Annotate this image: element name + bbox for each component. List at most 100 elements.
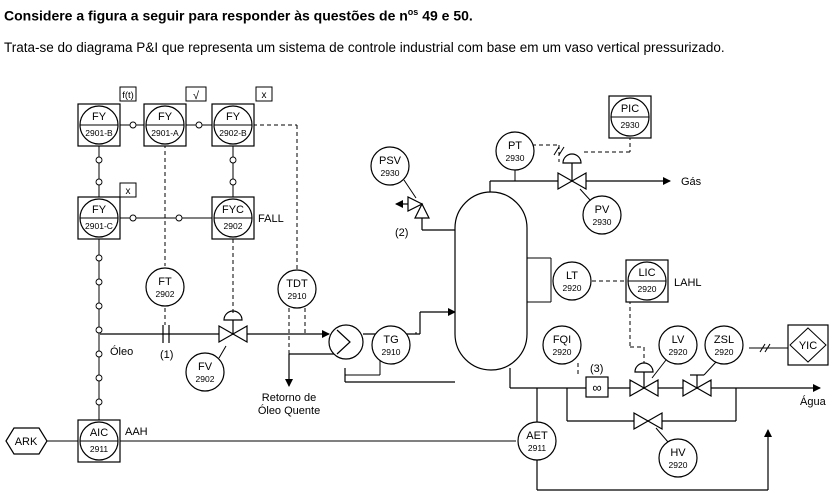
function-mult-1-label: x [262,90,267,101]
ark-hexagon[interactable]: ARK [5,427,48,455]
label-lahl: LAHL [674,277,702,289]
fy2901c-bubble[interactable]: FY 2901-C [77,196,121,240]
psv2930-tag: PSV [379,155,402,167]
pt2930-tag: PT [508,140,522,152]
orifice-plate [162,325,170,343]
psv2930-bubble[interactable]: PSV 2930 [370,146,417,199]
label-aah: AAH [125,426,148,438]
link-dots [95,121,237,406]
pv2930-number: 2930 [593,217,612,227]
function-block-fx: f(t) [119,86,137,102]
lic2920-tag: LIC [638,267,655,279]
fy2901a-tag: FY [158,111,173,123]
aic2911-bubble[interactable]: AIC 2911 [77,419,121,463]
ft2902-number: 2902 [156,289,175,299]
aic2911-number: 2911 [90,444,109,454]
aet2911-number: 2911 [528,443,547,453]
label-gas: Gás [681,176,702,188]
lt2920-bubble[interactable]: LT 2920 [552,261,592,301]
pic2930-tag: PIC [621,103,639,115]
label-retorno-line1: Retorno de [262,392,316,404]
tg2910-tag: TG [383,334,398,346]
fy2901a-number: 2901-A [151,128,179,138]
psv2930-number: 2930 [381,168,400,178]
question-intro: Trata-se do diagrama P&I que representa … [4,40,725,55]
tg2910-bubble[interactable]: TG 2910 [371,325,411,365]
fqi2920-tag: FQI [553,334,571,346]
ft2902-tag: FT [158,276,172,288]
aet2911-tag: AET [526,430,548,442]
aic2911-tag: AIC [90,427,108,439]
tg2910-number: 2910 [382,347,401,357]
pt2930-number: 2930 [506,153,525,163]
fqi2920-number: 2920 [553,347,572,357]
question-title-text: Considere a figura a seguir para respond… [4,7,408,24]
fv2902-number: 2902 [196,374,215,384]
zsl2920-number: 2920 [715,347,734,357]
lic2920-bubble[interactable]: LIC 2920 [625,259,669,303]
ark-label: ARK [15,436,38,448]
pressure-vessel [454,191,528,371]
label-oleo: Óleo [110,345,133,358]
lt2920-tag: LT [566,270,578,282]
hand-valve-hv2920 [633,411,663,431]
function-block-sqrt: √ [185,86,207,102]
label-note-3: (3) [590,363,603,375]
level-valve-lv2920 [629,362,659,398]
pressure-valve-pv2930 [557,153,587,191]
fy2901b-bubble[interactable]: FY 2901-B [77,103,121,147]
flow-totalizer-element: ∞ [585,376,609,398]
ft2902-bubble[interactable]: FT 2902 [145,267,185,307]
flow-valve-fv2902 [218,310,248,344]
fyc2902-number: 2902 [224,221,243,231]
question-title: Considere a figura a seguir para respond… [4,7,473,24]
fy2901c-tag: FY [92,204,107,216]
hv2920-bubble[interactable]: HV 2920 [655,427,698,478]
fyc2902-bubble[interactable]: FYC 2902 [211,196,255,240]
hv2920-number: 2920 [669,460,688,470]
label-fall: FALL [258,213,284,225]
fyc2902-tag: FYC [222,204,244,216]
function-sqrt-label: √ [193,90,200,102]
heat-exchanger [328,324,364,360]
yic-box[interactable]: YIC [787,324,829,366]
label-note-1: (1) [160,349,173,361]
fv2902-bubble[interactable]: FV 2902 [185,345,227,392]
zsl2920-bubble[interactable]: ZSL 2920 [703,325,744,376]
pic2930-bubble[interactable]: PIC 2930 [608,95,652,139]
signal-lines [47,121,788,442]
function-block-mult-2: x [119,182,137,198]
fy2901b-tag: FY [92,111,107,123]
lt2920-number: 2920 [563,283,582,293]
fy2901b-number: 2901-B [85,128,113,138]
lic2920-number: 2920 [638,284,657,294]
fy2901c-number: 2901-C [85,221,113,231]
block-valve [682,374,712,398]
function-mult-2-label: x [126,186,131,197]
lv2920-tag: LV [672,334,685,346]
yic-label: YIC [799,340,817,352]
function-fx-label: f(t) [122,90,134,101]
question-title-superscript: os [407,7,419,17]
pic2930-number: 2930 [621,120,640,130]
zsl2920-tag: ZSL [714,334,734,346]
lv2920-bubble[interactable]: LV 2920 [651,325,698,379]
fy2902b-number: 2902-B [219,128,247,138]
fy2901a-bubble[interactable]: FY 2901-A [143,103,187,147]
fy2902b-bubble[interactable]: FY 2902-B [211,103,255,147]
function-block-mult-1: x [255,86,273,102]
tdt2910-number: 2910 [288,291,307,301]
label-note-2: (2) [395,227,408,239]
hv2920-tag: HV [670,447,686,459]
label-agua: Água [800,395,827,408]
question-title-numbers: 49 e 50. [418,7,473,24]
fqi2920-bubble[interactable]: FQI 2920 [542,325,582,365]
aet2911-bubble[interactable]: AET 2911 [517,421,557,461]
fv2902-tag: FV [198,361,213,373]
pv2930-tag: PV [595,204,610,216]
tdt2910-bubble[interactable]: TDT 2910 [277,269,317,309]
relief-valve-psv2930 [395,196,430,219]
pt2930-bubble[interactable]: PT 2930 [495,131,535,181]
pv2930-bubble[interactable]: PV 2930 [579,188,622,235]
